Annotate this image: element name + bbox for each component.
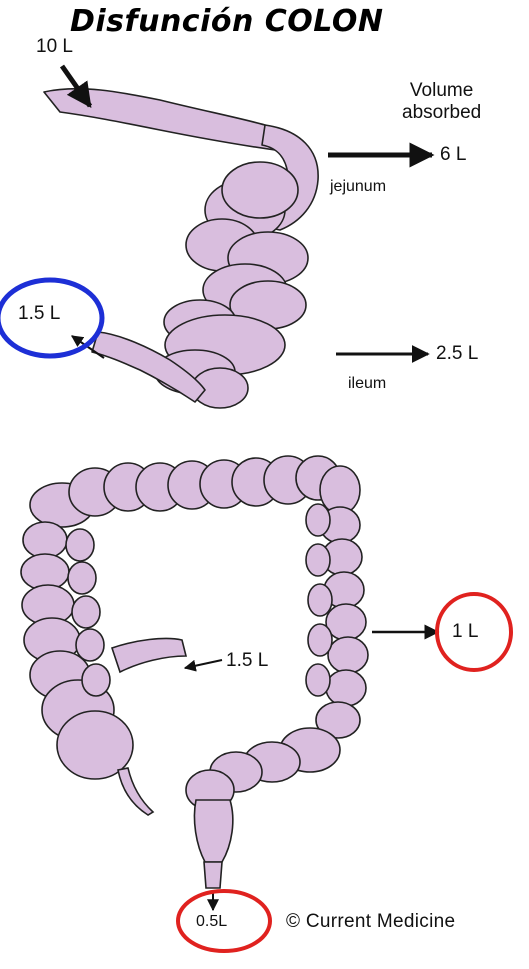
colon [21, 456, 368, 888]
jejunum-absorbed-value: 6 L [440, 144, 466, 166]
ileum-outflow-value: 1.5 L [18, 303, 60, 325]
volume-absorbed-line-2: absorbed [402, 102, 481, 124]
intake-volume-label: 10 L [36, 36, 73, 58]
jejunum-label: jejunum [330, 178, 386, 196]
colon-inflow-value: 1.5 L [226, 650, 268, 672]
volume-absorbed-header: Volume absorbed [402, 80, 481, 124]
copyright-credit: © Current Medicine [286, 911, 455, 933]
colon-absorbed-value: 1 L [452, 621, 478, 643]
small-intestine [44, 89, 318, 408]
ileum-absorbed-value: 2.5 L [436, 343, 478, 365]
volume-absorbed-line-1: Volume [402, 80, 481, 102]
ileum-label: ileum [348, 375, 386, 393]
colon-inflow-arrow [185, 660, 222, 668]
stool-output-value: 0.5L [196, 913, 227, 931]
